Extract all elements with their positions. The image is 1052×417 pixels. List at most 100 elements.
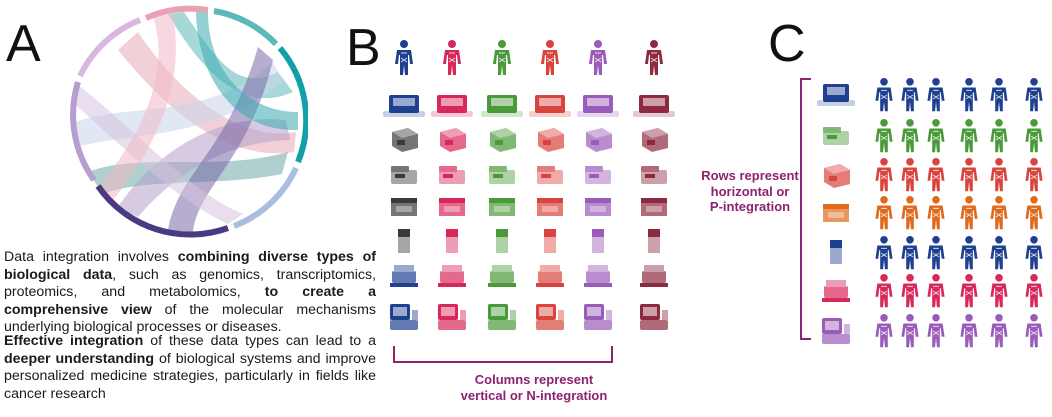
chord-ribbon (196, 12, 298, 131)
body-text: Data integration involves (4, 249, 178, 265)
instrument-icon (481, 95, 523, 117)
instrument-icon (817, 84, 855, 106)
chord-arc (213, 8, 279, 47)
instrument-icon (488, 304, 516, 330)
person-icon (875, 158, 893, 192)
person-icon (1025, 236, 1043, 270)
instrument-icon (536, 265, 564, 287)
person-icon (927, 78, 945, 112)
panel-label-b: B (346, 19, 381, 77)
instrument-icon (537, 198, 563, 216)
chord-arc (232, 166, 299, 229)
instrument-icon (822, 280, 850, 302)
instrument-icon (446, 229, 458, 253)
emphasis-text: combining diverse types of biological da… (4, 249, 376, 283)
person-icon (901, 274, 919, 308)
rows-bracket (800, 78, 811, 340)
person-icon (960, 119, 978, 153)
body-text: of the molecular mechanisms underlying b… (4, 301, 376, 336)
columns-bracket (393, 346, 613, 363)
person-icon (990, 158, 1008, 192)
instrument-icon (633, 95, 675, 117)
instrument-icon (584, 265, 612, 287)
chord-diagram (70, 5, 308, 238)
person-icon (395, 40, 413, 75)
person-icon (875, 78, 893, 112)
person-icon (875, 119, 893, 153)
instrument-icon (431, 95, 473, 117)
person-icon (443, 40, 461, 75)
emphasis-text: Effective integration (4, 333, 144, 349)
person-icon (1025, 196, 1043, 230)
instrument-icon (439, 198, 465, 216)
person-icon (927, 196, 945, 230)
instrument-icon (823, 204, 849, 222)
person-icon (875, 314, 893, 348)
person-icon (990, 236, 1008, 270)
chord-arc (77, 17, 142, 78)
person-icon (960, 158, 978, 192)
emphasis-text: deeper understanding (4, 350, 155, 367)
person-icon (990, 274, 1008, 308)
person-icon (927, 314, 945, 348)
person-icon (645, 40, 663, 75)
description-paragraph-2: Effective integration of these data type… (4, 333, 376, 403)
person-icon (960, 196, 978, 230)
panel-c-grid (817, 78, 1043, 348)
person-icon (927, 274, 945, 308)
instrument-icon (641, 198, 667, 216)
person-icon (990, 78, 1008, 112)
instrument-icon (640, 304, 668, 330)
chord-arc (277, 46, 308, 164)
instrument-icon (536, 304, 564, 330)
person-icon (927, 158, 945, 192)
person-icon (1025, 314, 1043, 348)
instrument-icon (390, 265, 418, 287)
instrument-icon (640, 265, 668, 287)
person-icon (875, 236, 893, 270)
chord-ribbon (118, 32, 296, 154)
instrument-icon (585, 198, 611, 216)
instrument-icon (438, 265, 466, 287)
person-icon (901, 196, 919, 230)
emphasis-text: to create a comprehensive view (4, 284, 376, 318)
instrument-icon (584, 304, 612, 330)
instrument-icon (648, 229, 660, 253)
chord-ribbon (98, 14, 176, 200)
instrument-icon (489, 198, 515, 216)
instrument-icon (398, 229, 410, 253)
instrument-icon (529, 95, 571, 117)
instrument-icon (489, 166, 515, 184)
instrument-icon (641, 166, 667, 184)
chord-ribbon (72, 82, 243, 224)
instrument-icon (538, 128, 564, 152)
columns-caption: Columns represent vertical or N-integrat… (460, 372, 608, 403)
person-icon (960, 274, 978, 308)
instrument-icon (383, 95, 425, 117)
instrument-icon (488, 265, 516, 287)
instrument-icon (440, 128, 466, 152)
person-icon (927, 236, 945, 270)
body-text: of biological systems and improve person… (4, 350, 376, 402)
person-icon (901, 236, 919, 270)
instrument-icon (824, 164, 850, 188)
instrument-icon (823, 127, 849, 145)
instrument-icon (438, 304, 466, 330)
chord-ribbon (118, 119, 290, 217)
person-icon (1025, 274, 1043, 308)
instrument-icon (390, 304, 418, 330)
instrument-icon (391, 198, 417, 216)
instrument-icon (392, 128, 418, 152)
person-icon (589, 40, 607, 75)
panel-label-a: A (6, 15, 41, 73)
person-icon (493, 40, 511, 75)
person-icon (875, 196, 893, 230)
person-icon (960, 314, 978, 348)
panel-label-c: C (768, 15, 806, 73)
rows-caption: Rows represent horizontal or P-integrati… (701, 168, 799, 214)
instrument-icon (586, 128, 612, 152)
description-paragraph-1: Data integration involves combining dive… (4, 249, 376, 337)
person-icon (901, 78, 919, 112)
instrument-icon (544, 229, 556, 253)
body-text: of these data types can lead to a (143, 333, 376, 349)
